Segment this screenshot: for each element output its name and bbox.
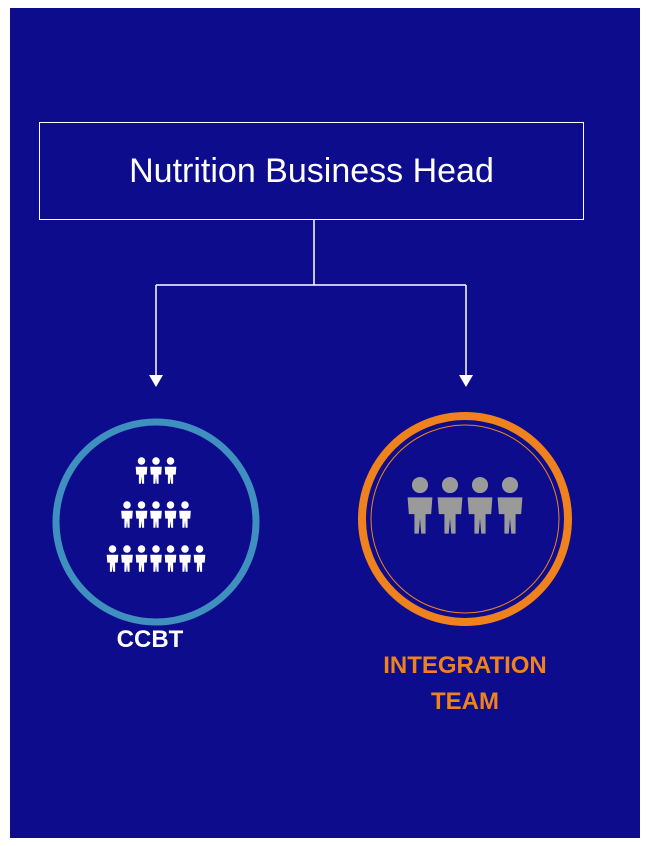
person-figure <box>179 545 191 572</box>
person-figure <box>135 545 148 572</box>
person-figure <box>135 501 148 528</box>
team-group-icon <box>407 476 523 534</box>
person-figure <box>150 501 162 528</box>
ccbt-label: CCBT <box>116 626 184 653</box>
person-figure <box>179 501 191 528</box>
integration-label: INTEGRATION TEAM <box>340 648 590 720</box>
head-title: Nutrition Business Head <box>129 151 494 190</box>
team-member-figure <box>407 476 433 534</box>
person-figure <box>164 457 177 484</box>
diagram-canvas: Nutrition Business Head CCBT INTEGRATION… <box>10 8 640 838</box>
ccbt-ring <box>52 418 260 626</box>
person-figure <box>121 501 133 528</box>
team-member-figure <box>497 476 523 534</box>
head-node: Nutrition Business Head <box>39 122 584 220</box>
integration-node <box>358 412 572 626</box>
person-figure <box>164 501 177 528</box>
integration-label-line-2: TEAM <box>431 688 499 715</box>
team-member-figure <box>467 476 493 534</box>
person-figure <box>193 545 206 572</box>
ccbt-node <box>52 418 260 626</box>
person-figure <box>121 545 133 572</box>
integration-label-line-1: INTEGRATION <box>383 652 547 679</box>
person-figure <box>150 457 162 484</box>
person-figure <box>135 457 148 484</box>
person-figure <box>164 545 177 572</box>
integration-ring-inner <box>370 424 560 614</box>
person-figure <box>106 545 119 572</box>
integration-ring-outer <box>358 412 572 626</box>
connector-lines <box>52 220 572 626</box>
team-member-figure <box>437 476 463 534</box>
right-arrowhead <box>459 375 473 387</box>
person-figure <box>150 545 162 572</box>
left-arrowhead <box>149 375 163 387</box>
people-pyramid-icon <box>106 457 206 572</box>
